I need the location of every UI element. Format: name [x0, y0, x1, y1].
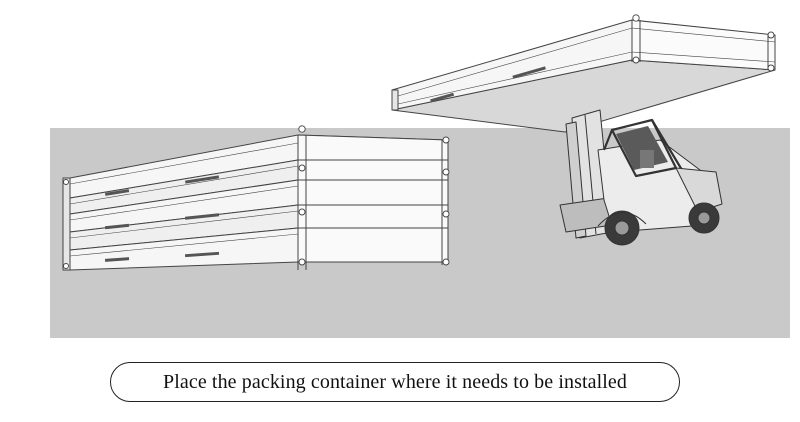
- lifted-container: [391, 14, 776, 133]
- stacked-containers: [62, 125, 450, 271]
- caption-box: Place the packing container where it nee…: [110, 362, 680, 402]
- caption-text: Place the packing container where it nee…: [163, 370, 627, 393]
- forklift: [559, 109, 723, 246]
